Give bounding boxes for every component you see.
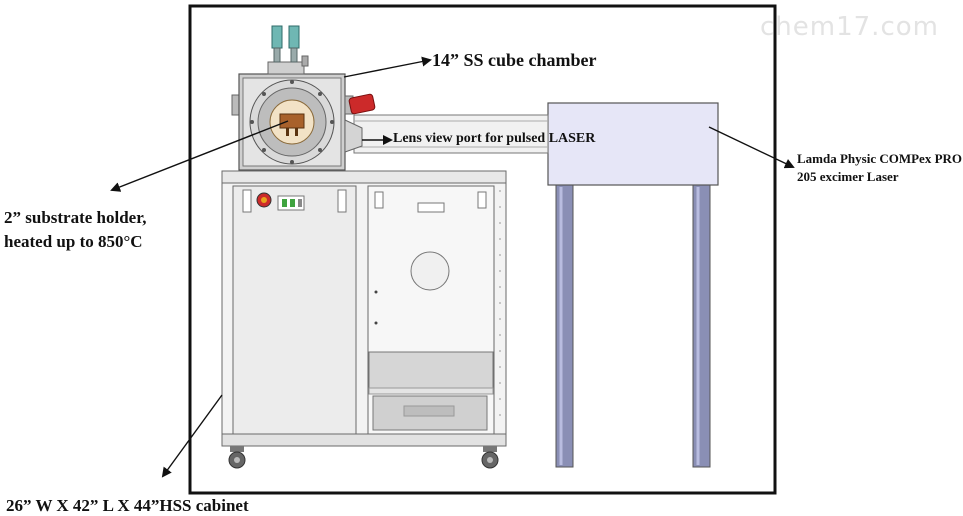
laser-leg-right — [692, 184, 711, 468]
laser-leg-left — [555, 184, 574, 468]
cabinet-base — [221, 433, 507, 447]
caster-right — [481, 446, 499, 469]
feedthrough-left — [271, 25, 283, 49]
label-lens-port: Lens view port for pulsed LASER — [393, 131, 596, 146]
cabinet — [221, 170, 507, 469]
arrow-cabinet — [161, 394, 223, 478]
caster-left — [228, 446, 246, 469]
outer-frame — [188, 4, 777, 495]
beam-tube — [353, 114, 549, 154]
lens-view-port — [344, 119, 363, 153]
excimer-laser — [547, 102, 719, 468]
cabinet-vent — [410, 251, 450, 291]
feedthrough-right — [288, 25, 300, 49]
label-cabinet: 26” W X 42” L X 44”HSS cabinet — [6, 496, 249, 515]
watermark: chem17.com — [760, 12, 939, 42]
arrow-chamber — [343, 56, 432, 78]
pump-drawer — [368, 351, 494, 389]
cabinet-left-door — [232, 185, 357, 435]
label-substrate-holder: 2” substrate holder, heated up to 850°C — [4, 208, 147, 251]
laser-housing — [547, 102, 719, 186]
substrate-holder — [279, 113, 305, 129]
cube-chamber — [231, 25, 376, 171]
cabinet-top — [221, 170, 507, 184]
label-chamber: 14” SS cube chamber — [432, 50, 597, 70]
arrow-holder — [110, 120, 289, 192]
red-port-fitting — [348, 93, 376, 115]
label-laser: Lamda Physic COMPex PRO 205 excimer Lase… — [797, 151, 963, 184]
arrow-laser — [708, 126, 795, 169]
